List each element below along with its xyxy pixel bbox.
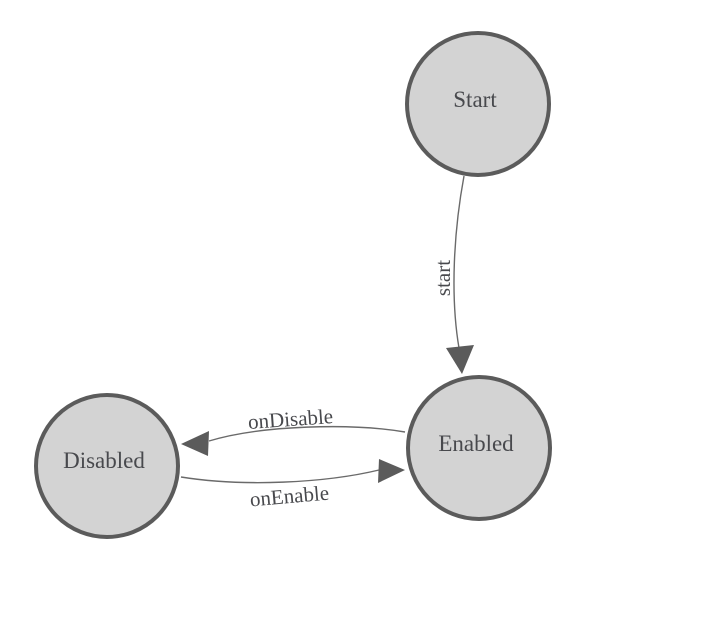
edge-label-onenable: onEnable: [249, 481, 330, 512]
arrowhead-right-icon: [378, 459, 405, 483]
edge-label-start: start: [431, 260, 455, 296]
edge-enabled-to-disabled: onDisable: [181, 404, 406, 456]
state-label-disabled: Disabled: [63, 448, 145, 473]
edge-line-disabled-to-enabled: [180, 469, 380, 484]
state-circle-enabled[interactable]: [406, 375, 552, 521]
edge-start-to-enabled: start: [431, 175, 474, 374]
state-label-start: Start: [453, 87, 497, 112]
node-start[interactable]: Start: [405, 31, 551, 177]
state-label-enabled: Enabled: [438, 431, 514, 456]
arrowhead-left-icon: [181, 431, 209, 456]
arrowhead-down-icon: [446, 345, 474, 374]
state-circle-disabled[interactable]: [34, 393, 180, 539]
node-disabled[interactable]: Disabled: [34, 393, 180, 539]
node-enabled[interactable]: Enabled: [406, 375, 552, 521]
edge-label-ondisable: onDisable: [247, 404, 334, 434]
state-circle-start[interactable]: [405, 31, 551, 177]
edge-line-start-to-enabled: [453, 175, 465, 349]
edge-line-enabled-to-disabled: [208, 425, 406, 442]
edge-disabled-to-enabled: onEnable: [180, 459, 405, 512]
